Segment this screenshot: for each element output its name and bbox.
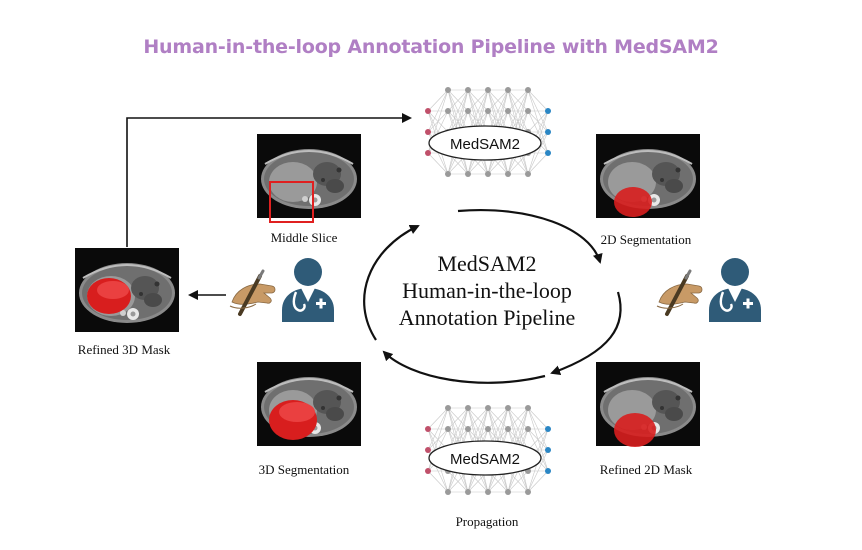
network-node <box>485 171 491 177</box>
network-edge <box>427 470 449 493</box>
network-node <box>525 87 531 93</box>
center-label-line3: Annotation Pipeline <box>399 305 576 330</box>
network-node <box>445 87 451 93</box>
network-node <box>545 129 551 135</box>
ct-image-middle-slice <box>256 133 362 223</box>
medsam2-ellipse-bottom: MedSAM2 <box>428 440 542 476</box>
network-node <box>505 405 511 411</box>
network-edge <box>447 407 469 451</box>
label-middle-slice: Middle Slice <box>271 230 338 245</box>
network-node <box>465 108 471 114</box>
label-3d-segmentation: 3D Segmentation <box>259 462 350 477</box>
network-edge <box>427 407 449 451</box>
network-node <box>425 108 431 114</box>
network-node <box>545 108 551 114</box>
network-node <box>445 171 451 177</box>
network-edge <box>447 89 469 112</box>
network-edge <box>427 407 449 430</box>
network-node <box>485 405 491 411</box>
network-node <box>525 426 531 432</box>
network-node <box>465 171 471 177</box>
network-edge <box>507 89 529 133</box>
ct-image-refined-3d-mask <box>74 247 180 333</box>
network-node <box>525 108 531 114</box>
network-node <box>445 489 451 495</box>
network-node <box>425 426 431 432</box>
network-node <box>425 150 431 156</box>
network-node <box>465 87 471 93</box>
network-node <box>545 447 551 453</box>
network-edge <box>427 89 449 112</box>
network-edge <box>527 131 549 175</box>
network-edge <box>527 449 549 493</box>
network-node <box>485 108 491 114</box>
network-node <box>445 108 451 114</box>
network-node <box>445 405 451 411</box>
network-node <box>545 426 551 432</box>
network-node <box>465 489 471 495</box>
network-node <box>445 426 451 432</box>
network-edge <box>527 407 549 430</box>
network-edge <box>447 89 469 133</box>
center-label-line2: Human-in-the-loop <box>402 278 572 303</box>
network-node <box>485 87 491 93</box>
network-edge <box>527 110 549 133</box>
network-node <box>505 489 511 495</box>
network-edge <box>447 407 469 430</box>
annotator-right <box>655 256 763 324</box>
medsam2-ellipse-top: MedSAM2 <box>428 125 542 161</box>
network-node <box>505 87 511 93</box>
network-node <box>525 405 531 411</box>
center-label-line1: MedSAM2 <box>437 251 536 276</box>
network-node <box>425 468 431 474</box>
network-edge <box>487 407 509 430</box>
network-node <box>545 468 551 474</box>
ct-image-2d-segmentation <box>595 133 701 219</box>
model-label-top: MedSAM2 <box>450 136 520 153</box>
label-refined-2d-mask: Refined 2D Mask <box>600 462 693 477</box>
bounding-box-prompt <box>269 181 314 223</box>
network-edge <box>467 89 489 112</box>
model-label-bottom: MedSAM2 <box>450 451 520 468</box>
ct-image-refined-2d-mask <box>595 361 701 447</box>
network-edge <box>527 152 549 175</box>
network-node <box>465 426 471 432</box>
network-node <box>505 108 511 114</box>
network-node <box>505 426 511 432</box>
network-edge <box>467 407 489 430</box>
feedback-arrow <box>126 113 412 247</box>
network-edge <box>487 89 509 112</box>
network-node <box>505 171 511 177</box>
network-edge <box>427 152 449 175</box>
network-node <box>545 150 551 156</box>
network-edge <box>467 89 489 133</box>
label-refined-3d-mask: Refined 3D Mask <box>78 342 171 357</box>
network-node <box>525 171 531 177</box>
network-edge <box>507 89 529 112</box>
network-node <box>485 426 491 432</box>
network-edge <box>507 152 529 175</box>
annotator-left <box>228 256 336 324</box>
network-node <box>425 129 431 135</box>
network-edge <box>427 89 449 133</box>
network-node <box>525 489 531 495</box>
cycle-arrows <box>363 209 622 384</box>
label-2d-segmentation: 2D Segmentation <box>601 232 692 247</box>
network-node <box>485 489 491 495</box>
network-edge <box>507 470 529 493</box>
label-propagation: Propagation <box>456 514 519 529</box>
network-edge <box>487 89 509 133</box>
center-label: MedSAM2 Human-in-the-loop Annotation Pip… <box>399 251 576 330</box>
network-node <box>425 447 431 453</box>
ct-image-3d-segmentation <box>256 361 362 447</box>
network-edge <box>527 428 549 451</box>
page-title: Human-in-the-loop Annotation Pipeline wi… <box>143 36 719 58</box>
network-edge <box>527 89 549 112</box>
network-node <box>465 405 471 411</box>
network-edge <box>507 407 529 430</box>
network-edge <box>527 470 549 493</box>
